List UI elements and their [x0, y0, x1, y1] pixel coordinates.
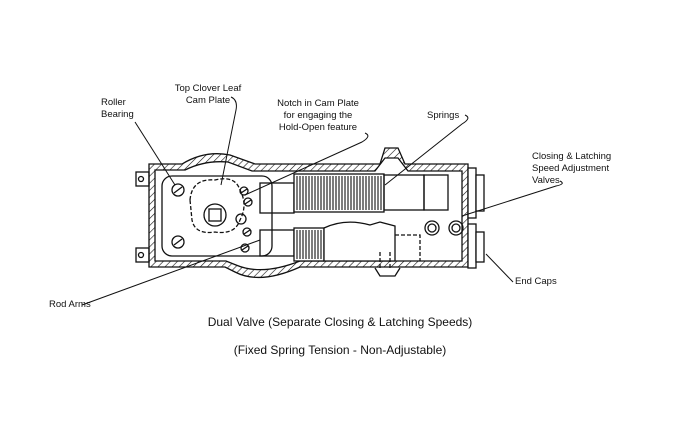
label-line: Hold-Open feature: [278, 122, 358, 133]
label-rod-arms: Rod Arms: [49, 299, 91, 310]
label-line: Roller: [101, 97, 126, 108]
cam-plate: [189, 178, 245, 234]
mounting-tab-bottom: [135, 247, 150, 263]
label-line: Top Clover Leaf: [174, 83, 242, 94]
label-line: Bearing: [101, 109, 134, 120]
end-caps: [467, 167, 485, 269]
roller-bearing-screws: [171, 183, 253, 253]
label-springs: Springs: [427, 110, 460, 121]
label-line: Cam Plate: [185, 95, 231, 106]
label-line: Speed Adjustment: [532, 163, 610, 174]
pinion-shaft: [203, 203, 227, 227]
label-line: Valves: [532, 175, 560, 186]
label-line: for engaging the: [283, 110, 353, 121]
piston: [323, 221, 396, 262]
cam-chamber: [161, 175, 273, 257]
label-notch: Notch in Cam Plate for engaging the Hold…: [268, 98, 368, 134]
label-end-caps: End Caps: [515, 276, 557, 287]
adjustment-valves: [424, 220, 464, 236]
caption-title: Dual Valve (Separate Closing & Latching …: [207, 315, 473, 329]
mounting-tab-top: [135, 171, 150, 187]
label-roller-bearing: Roller Bearing: [101, 97, 134, 121]
label-cam-plate: Top Clover Leaf Cam Plate: [168, 83, 248, 107]
leader-lines: [81, 96, 563, 306]
label-line: Closing & Latching: [532, 151, 612, 162]
label-valves: Closing & Latching Speed Adjustment Valv…: [532, 151, 611, 187]
caption-subtitle: (Fixed Spring Tension - Non-Adjustable): [233, 343, 447, 357]
label-line: Notch in Cam Plate: [277, 98, 359, 109]
